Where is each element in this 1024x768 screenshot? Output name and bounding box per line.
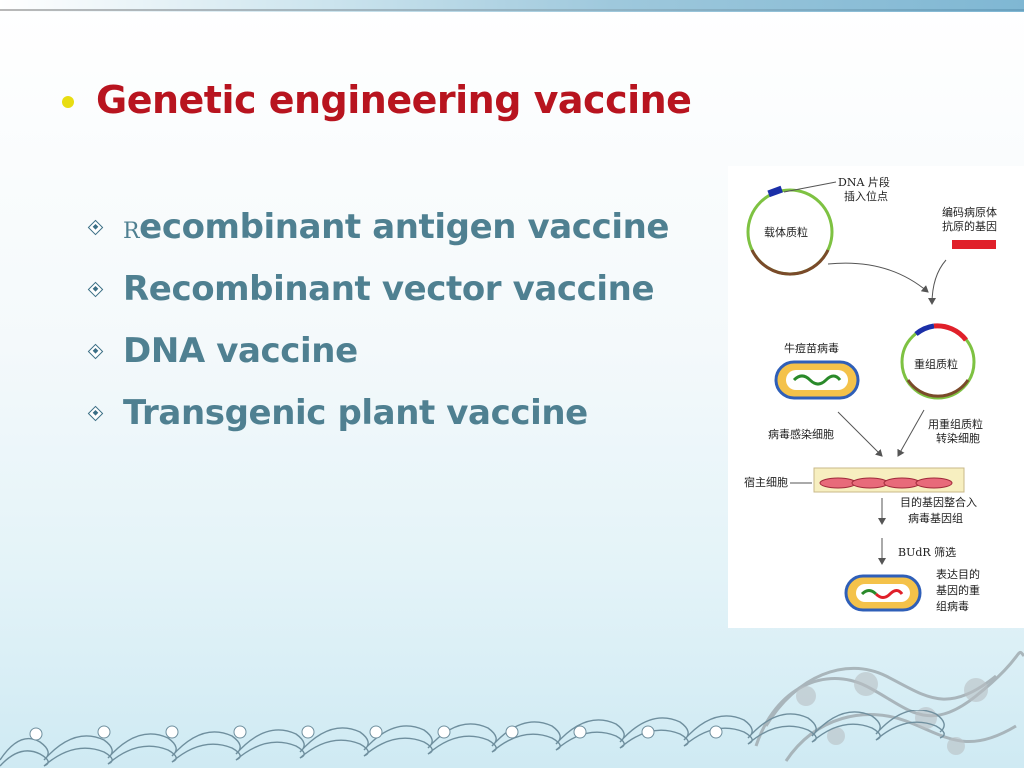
antigen-gene-label-2: 抗原的基因 — [942, 219, 997, 233]
host-cell — [915, 477, 953, 489]
virus-dna-green — [860, 589, 878, 596]
title-bullet-icon — [62, 96, 74, 108]
dna-fragment-label: DNA 片段 — [838, 175, 890, 189]
list-item: Transgenic plant vaccine — [87, 382, 728, 444]
budr-label: BUdR 筛选 — [898, 545, 956, 559]
insertion-pointer — [783, 181, 837, 193]
list-item: DNA vaccine — [87, 320, 728, 382]
wave-border-icon — [0, 710, 945, 767]
virus-infect-label: 病毒感染细胞 — [768, 427, 834, 441]
express-label-1: 表达目的 — [936, 567, 980, 581]
list-item-rest: ecombinant antigen vaccine — [139, 207, 670, 247]
slide-title: Genetic engineering vaccine — [96, 78, 692, 122]
bullet-list: Recombinant antigen vaccine Recombinant … — [87, 196, 728, 444]
list-item-text: Transgenic plant vaccine — [123, 393, 588, 433]
list-item-text: Recombinant vector vaccine — [123, 269, 655, 309]
arrow-virus-to-host — [837, 411, 883, 457]
host-cell — [883, 477, 921, 489]
diamond-bullet-icon — [87, 405, 104, 421]
recombinant-plasmid-lower-arc — [906, 379, 970, 398]
slide-title-row: Genetic engineering vaccine — [62, 72, 692, 128]
diamond-bullet-icon — [87, 281, 104, 297]
arrow-vector-to-recombinant — [827, 262, 929, 293]
top-rule — [0, 0, 1024, 12]
arrow-gene-to-recombinant — [928, 259, 947, 305]
vaccine-diagram-svg: DNA 片段 插入位点 载体质粒 编码病原体 抗原的基因 重组质粒 牛痘苗病毒 … — [744, 175, 997, 613]
insertion-site-mark — [767, 185, 783, 198]
diamond-bullet-icon — [87, 343, 104, 359]
host-cell — [819, 477, 857, 489]
recombinant-insert-red — [933, 323, 968, 342]
antigen-gene-label-1: 编码病原体 — [942, 205, 997, 219]
diamond-bullet-icon — [87, 219, 104, 235]
express-label-3: 组病毒 — [936, 599, 969, 613]
list-item-initial: R — [123, 219, 140, 244]
list-item-text: Recombinant antigen vaccine — [123, 207, 669, 247]
host-cell — [851, 477, 889, 489]
arrow-plasmid-to-host — [897, 409, 925, 457]
integrate-label-1: 目的基因整合入 — [900, 495, 977, 509]
recombinant-plasmid-label: 重组质粒 — [914, 357, 958, 371]
vaccine-diagram: DNA 片段 插入位点 载体质粒 编码病原体 抗原的基因 重组质粒 牛痘苗病毒 … — [728, 166, 1024, 628]
list-item: Recombinant vector vaccine — [87, 258, 728, 320]
vaccinia-virus-label: 牛痘苗病毒 — [784, 341, 839, 355]
integrate-label-2: 病毒基因组 — [908, 511, 963, 525]
host-cell-label: 宿主细胞 — [744, 475, 788, 489]
list-item: Recombinant antigen vaccine — [87, 196, 728, 258]
virus-dna-red — [874, 589, 904, 599]
transfect-label-2: 转染细胞 — [936, 431, 980, 445]
transfect-label-1: 用重组质粒 — [928, 417, 983, 431]
virus-dna-strand — [792, 374, 842, 386]
list-item-text: DNA vaccine — [123, 331, 358, 371]
antigen-gene-bar — [952, 240, 996, 249]
express-label-2: 基因的重 — [936, 583, 980, 597]
vector-plasmid-lower-arc — [750, 249, 830, 276]
recombinant-insert-blue — [914, 323, 935, 337]
insertion-site-label: 插入位点 — [844, 189, 888, 203]
recombinant-virus-core — [856, 584, 910, 602]
vector-plasmid-label: 载体质粒 — [764, 225, 808, 239]
